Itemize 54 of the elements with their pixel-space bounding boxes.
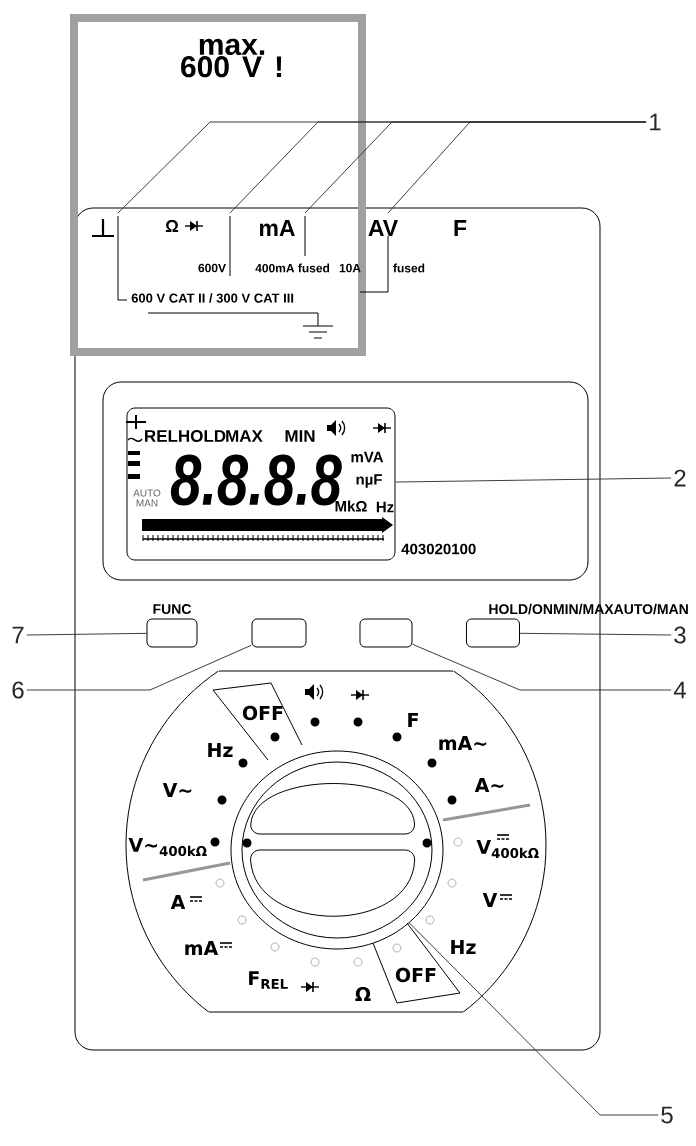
callout-number: 3 — [674, 626, 686, 644]
callout-number: 7 — [12, 626, 24, 644]
leader-line — [26, 632, 147, 636]
rating-label: 10A — [339, 263, 361, 273]
dial-label: F — [408, 713, 418, 727]
lcd-indicator: MAN — [136, 499, 158, 507]
lcd-unit: mVA — [351, 451, 384, 463]
lcd-unit: nµF — [356, 474, 382, 488]
bar-graph-scale: 403020100 — [401, 543, 476, 555]
leader-line — [519, 632, 672, 636]
push-button — [466, 618, 520, 648]
leader-line — [395, 477, 672, 483]
dial-label: V~ — [162, 783, 192, 797]
callout-number: 2 — [674, 469, 686, 487]
socket-label: Ω — [165, 220, 179, 232]
dial-label: A~ — [474, 778, 504, 792]
warning-text: max. 600 V ! — [181, 38, 282, 78]
lcd-unit: Hz — [376, 501, 394, 513]
callout-number: 4 — [673, 681, 686, 699]
dial-label: Ω — [355, 986, 371, 1002]
callout-number: 6 — [12, 681, 24, 699]
dial-label: V~$_{400kΩ}$ — [128, 837, 207, 857]
dial-label: V$_{400kΩ}$ — [476, 839, 539, 859]
dial-label: mA — [185, 941, 219, 955]
dial-label: Hz — [208, 743, 233, 757]
lcd-indicator: AUTO — [133, 489, 161, 497]
button-label: FUNC — [153, 604, 192, 614]
push-button — [359, 618, 413, 648]
dial-label: F$_{REL}$ — [249, 971, 288, 989]
socket-label: AV — [368, 220, 398, 236]
button-label: HOLD/ONMIN/MAXAUTO/MAN — [489, 603, 688, 615]
lcd-indicator: RELHOLD — [145, 430, 226, 443]
socket-label: mA — [260, 220, 295, 236]
dial-label: OFF — [242, 705, 283, 721]
rating-label: 400mA fused — [255, 263, 330, 273]
dial-label: mA~ — [439, 736, 487, 750]
dial-label: OFF — [395, 967, 436, 983]
rating-label: fused — [393, 263, 425, 273]
push-button — [251, 618, 307, 648]
callout-number: 1 — [650, 113, 661, 131]
leader-line — [387, 121, 647, 214]
push-button — [146, 618, 198, 648]
callout-number: 5 — [661, 1106, 673, 1124]
dial-label: V — [482, 893, 498, 907]
leader-line — [412, 643, 672, 691]
rating-label: 600V — [198, 263, 226, 273]
lcd-indicator: MIN — [285, 430, 315, 442]
lcd-indicator: MAX — [226, 430, 263, 442]
dial-label: Hz — [451, 940, 476, 954]
socket-label: F — [454, 220, 467, 236]
category-label: 600 V CAT II / 300 V CAT III — [131, 293, 294, 303]
dial-label: A — [170, 895, 186, 909]
leader-line — [26, 644, 252, 691]
leader-line — [408, 922, 659, 1116]
